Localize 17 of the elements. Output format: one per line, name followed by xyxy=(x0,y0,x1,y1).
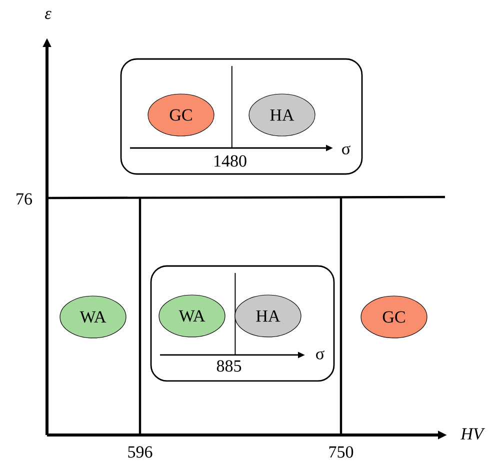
ellipse-node: WA xyxy=(158,294,226,338)
ellipse-node: GC xyxy=(360,296,428,338)
ellipse-node: GC xyxy=(148,94,214,136)
rounded-box xyxy=(150,265,335,382)
tick-label: 750 xyxy=(329,446,354,458)
rounded-box xyxy=(120,58,363,175)
tick-label: 596 xyxy=(128,446,152,458)
axis-label: σ xyxy=(316,350,324,360)
threshold-value: 885 xyxy=(216,360,242,372)
ellipse-node: HA xyxy=(234,294,302,338)
ellipse-node: WA xyxy=(60,296,126,338)
tick-label: 76 xyxy=(16,193,32,205)
axis-label: ε xyxy=(45,10,52,20)
axis-label: HV xyxy=(460,428,485,440)
axis-label: σ xyxy=(342,146,350,154)
ellipse-node: HA xyxy=(248,94,316,136)
threshold-value: 1480 xyxy=(214,155,246,167)
